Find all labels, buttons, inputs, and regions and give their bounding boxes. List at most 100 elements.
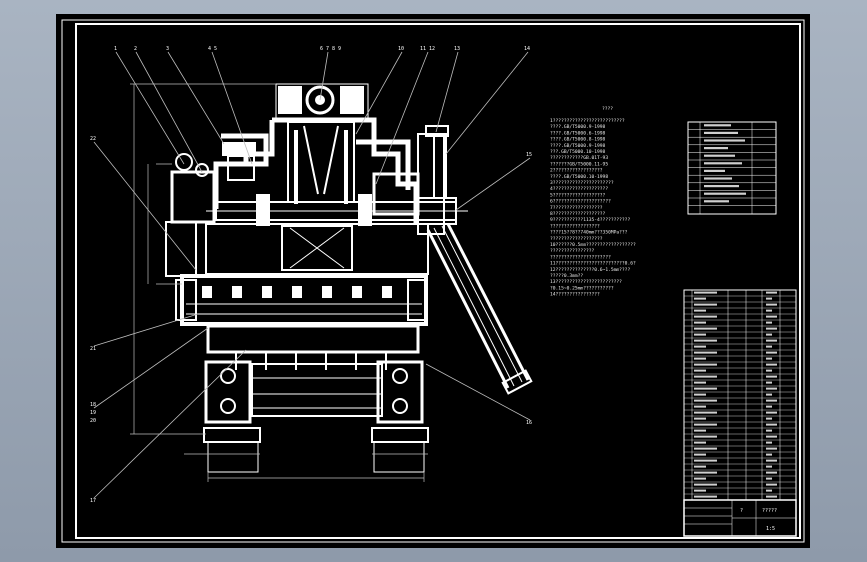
table-cell-mark — [766, 471, 777, 474]
leader-label-5: 6 7 8 9 — [320, 46, 341, 52]
table-cell-mark — [704, 139, 745, 142]
title-drawing-name: ????? — [762, 508, 777, 514]
note-line: 5??????????????????? — [550, 192, 606, 198]
table-cell-mark — [694, 405, 706, 408]
leader-label-11: 16 — [526, 420, 532, 426]
leader-labels: 1 2 3 4 5 6 7 8 9 10 11 12 13 14 15 16 1… — [90, 46, 532, 504]
leader-label-14: 19 — [90, 410, 96, 416]
note-line: ????.GB/T5000.8-1998 — [550, 137, 606, 143]
table-cell-mark — [766, 465, 772, 468]
table-cell-mark — [694, 375, 717, 378]
leader-label-4: 4 5 — [208, 46, 217, 52]
table-cell-mark — [694, 363, 717, 366]
table-cell-mark — [694, 459, 717, 462]
leader-lines — [93, 51, 531, 499]
table-cell-mark — [694, 483, 717, 486]
table-cell-mark — [694, 495, 717, 498]
leader-label-13: 18 — [90, 402, 96, 408]
inner-frame — [75, 23, 801, 539]
table-cell-mark — [766, 327, 777, 330]
table-cell-mark — [704, 177, 732, 180]
table-cell-mark — [694, 441, 706, 444]
note-line: 13???????????????????????? — [550, 279, 622, 285]
notes-title: ???? — [602, 106, 613, 112]
table-cell-mark — [704, 192, 746, 195]
note-line: 11?????????????????????????0.6? — [550, 261, 636, 267]
table-cell-mark — [766, 477, 772, 480]
note-line: ????15??8??740mm???350MPa??? — [550, 230, 628, 236]
note-line: ????????????GB.01T-93 — [550, 155, 608, 161]
table-cell-mark — [704, 200, 729, 203]
table-cell-mark — [694, 339, 717, 342]
table-cell-mark — [766, 393, 772, 396]
table-cell-mark — [766, 315, 777, 318]
table-cell-mark — [694, 387, 717, 390]
note-line: ?????????????????? — [550, 223, 600, 229]
title-block: ????? ? 1:5 — [683, 499, 797, 537]
table-cell-mark — [766, 333, 772, 336]
note-line: 6????????????????????? — [550, 199, 611, 205]
table-cell-mark — [766, 309, 772, 312]
table-cell-mark — [766, 345, 772, 348]
note-line: 9???????????1135-4??????????? — [550, 217, 630, 223]
leader-label-17: 22 — [90, 136, 96, 142]
table-cell-mark — [694, 477, 706, 480]
leader-label-15: 20 — [90, 418, 96, 424]
parts-list-table — [683, 289, 797, 501]
table-cell-mark — [694, 393, 706, 396]
table-cell-mark — [694, 309, 706, 312]
table-cell-mark — [694, 357, 706, 360]
table-cell-mark — [766, 459, 777, 462]
table-cell-mark — [704, 131, 738, 134]
table-cell-mark — [766, 387, 777, 390]
table-cell-mark — [694, 447, 717, 450]
outer-frame — [61, 19, 805, 543]
table-cell-mark — [694, 333, 706, 336]
leader-label-16: 21 — [90, 346, 96, 352]
table-cell-mark — [766, 483, 777, 486]
table-cell-mark — [694, 471, 717, 474]
table-cell-mark — [766, 303, 777, 306]
note-line: 7?????????????????? — [550, 205, 603, 211]
table-cell-mark — [694, 429, 706, 432]
table-cell-mark — [766, 435, 777, 438]
leader-label-2: 2 — [134, 46, 137, 52]
table-cell-mark — [694, 411, 717, 414]
table-cell-mark — [694, 381, 706, 384]
table-cell-mark — [694, 399, 717, 402]
technical-notes: 1?????????????????????????? ????.GB/T500… — [550, 118, 636, 298]
table-cell-mark — [694, 453, 706, 456]
note-line: ?????0.3mm?? — [550, 273, 583, 279]
table-cell-mark — [766, 375, 777, 378]
note-line: ????.GB/T5000.9-1998 — [550, 143, 606, 149]
table-cell-mark — [694, 465, 706, 468]
note-line: ????.GB/T5000.10-1998 — [550, 174, 608, 180]
table-cell-mark — [766, 351, 777, 354]
note-line: ????.GB/T5000.9-1998 — [550, 124, 606, 130]
table-cell-mark — [766, 447, 777, 450]
table-cell-mark — [766, 369, 772, 372]
cad-drawing: 1 2 3 4 5 6 7 8 9 10 11 12 13 14 15 16 1… — [61, 19, 805, 543]
note-line: ???????????????? — [550, 248, 594, 254]
table-cell-mark — [694, 303, 717, 306]
table-cell-mark — [766, 489, 772, 492]
table-cell-mark — [694, 423, 717, 426]
leader-label-6: 10 — [398, 46, 404, 52]
leader-label-3: 3 — [166, 46, 169, 52]
table-cell-mark — [704, 185, 739, 188]
note-line: 3?????????????????????? — [550, 180, 614, 186]
note-line: 4???????????????????? — [550, 186, 608, 192]
table-cell-mark — [766, 405, 772, 408]
table-cell-mark — [766, 297, 772, 300]
table-cell-mark — [694, 351, 717, 354]
table-cell-mark — [694, 297, 706, 300]
title-scale: 1:5 — [766, 526, 775, 532]
note-line: ?????????????????????? — [550, 254, 611, 260]
table-cell-mark — [766, 417, 772, 420]
table-cell-mark — [766, 411, 777, 414]
table-cell-mark — [694, 327, 717, 330]
table-cell-mark — [694, 321, 706, 324]
table-cell-mark — [704, 169, 725, 172]
machine-assembly — [130, 83, 533, 482]
note-line: ?0.15~0.25mm??????????? — [550, 285, 614, 291]
